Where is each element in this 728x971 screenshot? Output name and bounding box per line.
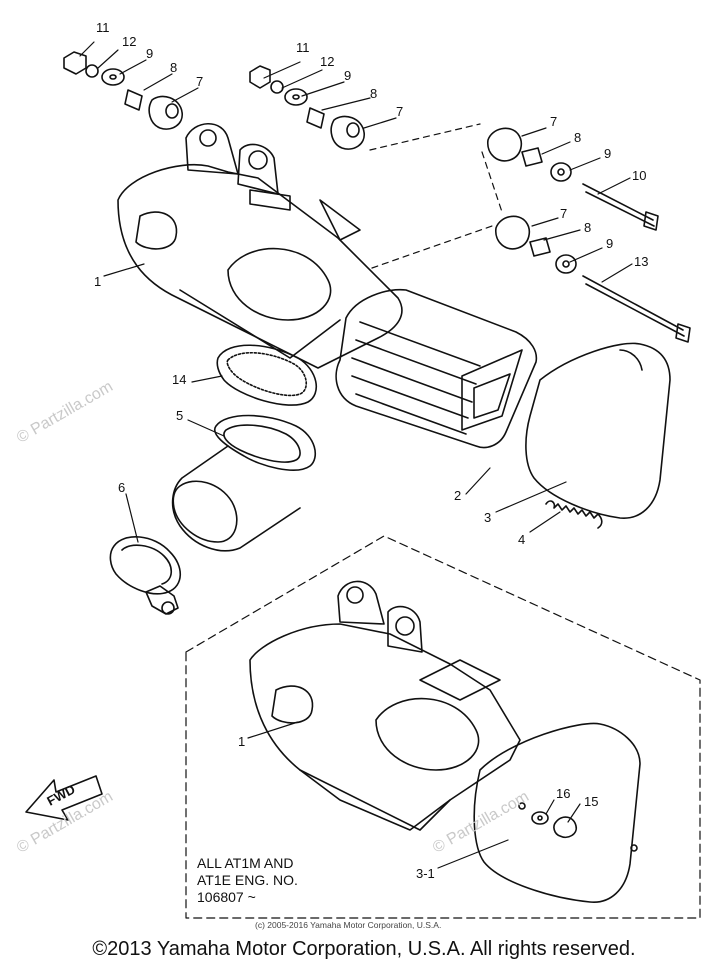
air-box-cover-variant bbox=[473, 722, 641, 903]
spring bbox=[545, 500, 603, 529]
label-9-right-lower: 9 bbox=[606, 236, 613, 251]
label-8-middle: 8 bbox=[370, 86, 377, 101]
label-7-middle: 7 bbox=[396, 104, 403, 119]
air-box-case-upper bbox=[117, 123, 403, 369]
label-15: 15 bbox=[584, 794, 598, 809]
label-7-left: 7 bbox=[196, 74, 203, 89]
label-14: 14 bbox=[172, 372, 186, 387]
copyright: ©2013 Yamaha Motor Corporation, U.S.A. A… bbox=[92, 938, 636, 960]
label-7-right-upper: 7 bbox=[550, 114, 557, 129]
hardware-stack-left bbox=[63, 51, 183, 130]
hardware-stack-right-upper bbox=[487, 127, 659, 231]
label-1-lower: 1 bbox=[238, 734, 245, 749]
gasket bbox=[216, 344, 318, 406]
hardware-stack-right-lower bbox=[495, 215, 691, 343]
label-16: 16 bbox=[556, 786, 570, 801]
note-line: 106807 ~ bbox=[197, 889, 256, 905]
note-line: AT1E ENG. NO. bbox=[197, 872, 298, 888]
part-number-labels: 11 12 9 8 7 11 12 9 8 7 7 8 9 10 7 8 9 1… bbox=[44, 20, 648, 881]
label-2: 2 bbox=[454, 488, 461, 503]
fwd-arrow-icon bbox=[25, 775, 103, 821]
washer-and-screw bbox=[531, 811, 578, 839]
variant-note: ALL AT1M AND AT1E ENG. NO. 106807 ~ bbox=[197, 855, 298, 906]
label-8-right-upper: 8 bbox=[574, 130, 581, 145]
label-12-left: 12 bbox=[122, 34, 136, 49]
small-credit: (c) 2005-2016 Yamaha Motor Corporation, … bbox=[255, 920, 442, 930]
intake-joint bbox=[171, 414, 317, 552]
label-9-middle: 9 bbox=[344, 68, 351, 83]
label-8-right-lower: 8 bbox=[584, 220, 591, 235]
air-box-case-lower bbox=[249, 580, 521, 831]
label-6: 6 bbox=[118, 480, 125, 495]
leader-lines bbox=[79, 41, 633, 869]
label-11-left: 11 bbox=[96, 20, 110, 35]
label-5: 5 bbox=[176, 408, 183, 423]
label-4: 4 bbox=[518, 532, 525, 547]
assembly-lines bbox=[369, 123, 503, 269]
label-1-upper: 1 bbox=[94, 274, 101, 289]
label-9-left: 9 bbox=[146, 46, 153, 61]
label-10: 10 bbox=[632, 168, 646, 183]
label-7-right-lower: 7 bbox=[560, 206, 567, 221]
note-line: ALL AT1M AND bbox=[197, 855, 294, 871]
air-box-cover bbox=[525, 342, 671, 519]
variant-inset-frame bbox=[185, 535, 701, 919]
hardware-stack-middle bbox=[249, 65, 365, 150]
label-3: 3 bbox=[484, 510, 491, 525]
label-9-right-upper: 9 bbox=[604, 146, 611, 161]
label-13: 13 bbox=[634, 254, 648, 269]
label-8-left: 8 bbox=[170, 60, 177, 75]
label-3-1: 3-1 bbox=[416, 866, 435, 881]
label-12-middle: 12 bbox=[320, 54, 334, 69]
air-filter-element bbox=[335, 288, 538, 449]
label-11-middle: 11 bbox=[296, 40, 310, 55]
hose-clamp bbox=[109, 536, 182, 615]
